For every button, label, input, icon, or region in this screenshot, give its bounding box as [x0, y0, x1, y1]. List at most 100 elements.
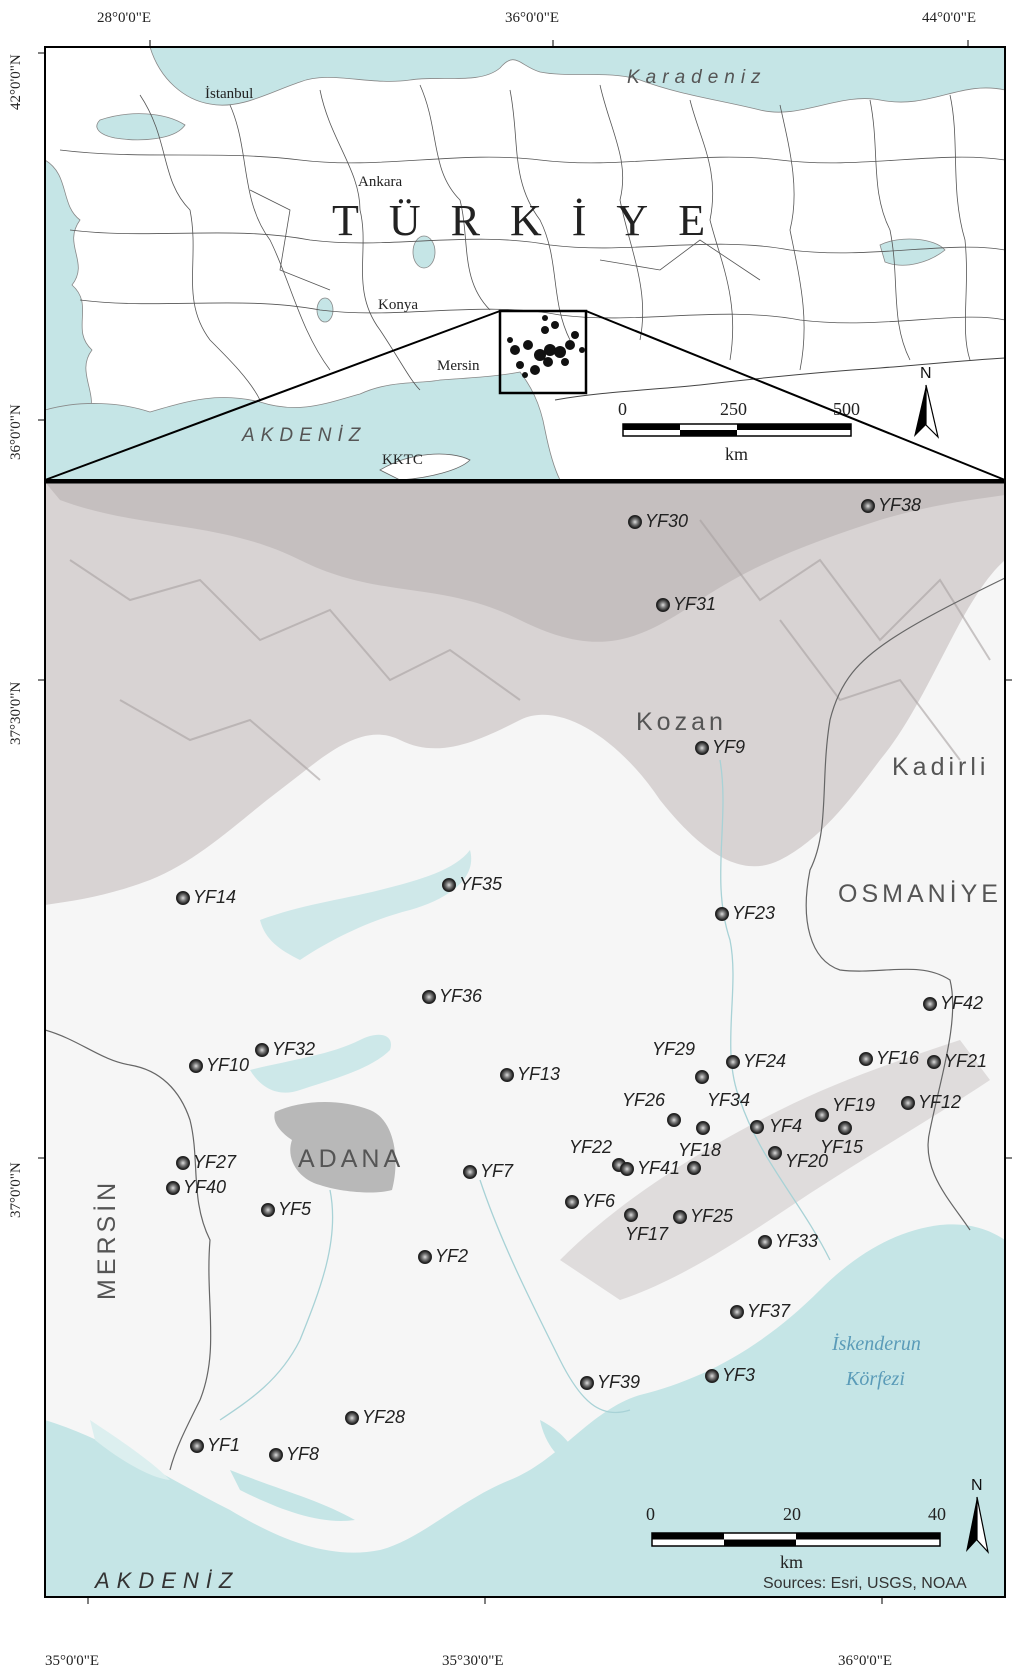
site-yf3: YF3 [705, 1365, 755, 1385]
site-marker-yf21 [927, 1055, 941, 1069]
site-label-yf38: YF38 [878, 495, 921, 515]
detail-scale-unit: km [780, 1552, 803, 1572]
site-marker-yf40 [166, 1181, 180, 1195]
site-yf5: YF5 [261, 1199, 312, 1219]
site-marker-yf36 [422, 990, 436, 1004]
lake-van [879, 238, 946, 266]
site-label-yf14: YF14 [193, 887, 236, 907]
site-yf19: YF19 [815, 1095, 875, 1122]
site-yf1: YF1 [190, 1435, 240, 1455]
site-label-yf31: YF31 [673, 594, 716, 614]
overview-north-arrow: N [914, 365, 940, 439]
detail-scale-20: 20 [783, 1504, 801, 1524]
site-label-yf20: YF20 [785, 1151, 828, 1171]
label-istanbul: İstanbul [205, 86, 253, 102]
site-marker-yf3 [705, 1369, 719, 1383]
coord-left-3730N: 37°30'0"N [8, 682, 24, 745]
site-yf34: YF34 [696, 1090, 750, 1135]
site-yf16: YF16 [859, 1048, 920, 1068]
site-marker-yf10 [189, 1059, 203, 1073]
marmara-sea [96, 113, 186, 141]
province-boundaries [59, 84, 1005, 401]
catalan-reservoir [260, 850, 472, 960]
site-label-yf10: YF10 [206, 1055, 249, 1075]
rivers [219, 759, 831, 1421]
site-marker-yf30 [628, 515, 642, 529]
site-label-yf9: YF9 [712, 737, 745, 757]
site-marker-yf37 [730, 1305, 744, 1319]
site-label-yf25: YF25 [690, 1206, 734, 1226]
overview-scale-0: 0 [618, 399, 627, 419]
overview-ticks [38, 40, 969, 421]
site-label-yf5: YF5 [278, 1199, 312, 1219]
site-yf2: YF2 [418, 1246, 468, 1266]
site-label-yf37: YF37 [747, 1301, 791, 1321]
site-marker-yf24 [726, 1055, 740, 1069]
site-marker-yf16 [859, 1052, 873, 1066]
site-marker-yf14 [176, 891, 190, 905]
site-marker-yf29 [695, 1070, 709, 1084]
site-yf4: YF4 [750, 1116, 802, 1136]
site-marker-yf18 [687, 1161, 701, 1175]
site-yf30: YF30 [628, 511, 688, 531]
coord-top-36E: 36°0'0"E [505, 10, 559, 26]
site-label-yf2: YF2 [435, 1246, 468, 1266]
site-yf9: YF9 [695, 737, 745, 757]
region-osmaniye: OSMANİYE [838, 879, 1002, 908]
site-yf10: YF10 [189, 1055, 249, 1075]
site-marker-yf32 [255, 1043, 269, 1057]
site-yf25: YF25 [673, 1206, 734, 1226]
site-label-yf26: YF26 [622, 1090, 666, 1110]
sea-north-label: Karadeniz [627, 67, 767, 88]
site-label-yf35: YF35 [459, 874, 503, 894]
site-yf32: YF32 [255, 1039, 315, 1059]
coord-bottom-35E: 35°0'0"E [45, 1653, 99, 1669]
site-label-yf23: YF23 [732, 903, 775, 923]
gulf-label-1: İskenderun [831, 1332, 921, 1355]
site-label-yf27: YF27 [193, 1152, 237, 1172]
site-marker-yf13 [500, 1068, 514, 1082]
site-marker-yf4 [750, 1120, 764, 1134]
site-label-yf30: YF30 [645, 511, 688, 531]
overview-scale-250: 250 [720, 399, 747, 419]
site-yf23: YF23 [715, 903, 775, 923]
aegean-sea [45, 159, 93, 421]
site-marker-yf42 [923, 997, 937, 1011]
site-yf27: YF27 [176, 1152, 237, 1172]
site-label-yf34: YF34 [707, 1090, 750, 1110]
site-yf22: YF22 [569, 1137, 626, 1172]
study-area-dots [507, 315, 585, 378]
coord-bottom-36E: 36°0'0"E [838, 1653, 892, 1669]
detail-map [45, 482, 1005, 1597]
site-label-yf6: YF6 [582, 1191, 616, 1211]
site-label-yf22: YF22 [569, 1137, 612, 1157]
adana-city [274, 1101, 396, 1193]
site-yf12: YF12 [901, 1092, 961, 1112]
site-marker-yf9 [695, 741, 709, 755]
site-marker-yf1 [190, 1439, 204, 1453]
site-marker-yf6 [565, 1195, 579, 1209]
site-yf6: YF6 [565, 1191, 616, 1211]
label-konya: Konya [378, 297, 418, 313]
cyprus-label: KKTC [382, 452, 423, 468]
site-yf28: YF28 [345, 1407, 405, 1427]
site-yf42: YF42 [923, 993, 983, 1013]
site-yf37: YF37 [730, 1301, 791, 1321]
site-marker-yf35 [442, 878, 456, 892]
site-marker-yf33 [758, 1235, 772, 1249]
coord-bottom-3530E: 35°30'0"E [442, 1653, 504, 1669]
site-yf26: YF26 [622, 1090, 681, 1127]
site-yf13: YF13 [500, 1064, 560, 1084]
site-yf40: YF40 [166, 1177, 226, 1197]
site-marker-yf12 [901, 1096, 915, 1110]
coord-top-28E: 28°0'0"E [97, 10, 151, 26]
detail-scale-40: 40 [928, 1504, 946, 1524]
site-marker-yf27 [176, 1156, 190, 1170]
overview-map [45, 47, 1005, 480]
site-yf14: YF14 [176, 887, 236, 907]
detail-scale-0: 0 [646, 1504, 655, 1524]
detail-province-boundaries [45, 577, 1005, 1471]
mediterranean-sea [45, 371, 561, 480]
country-label: TÜRKİYE [332, 196, 735, 245]
